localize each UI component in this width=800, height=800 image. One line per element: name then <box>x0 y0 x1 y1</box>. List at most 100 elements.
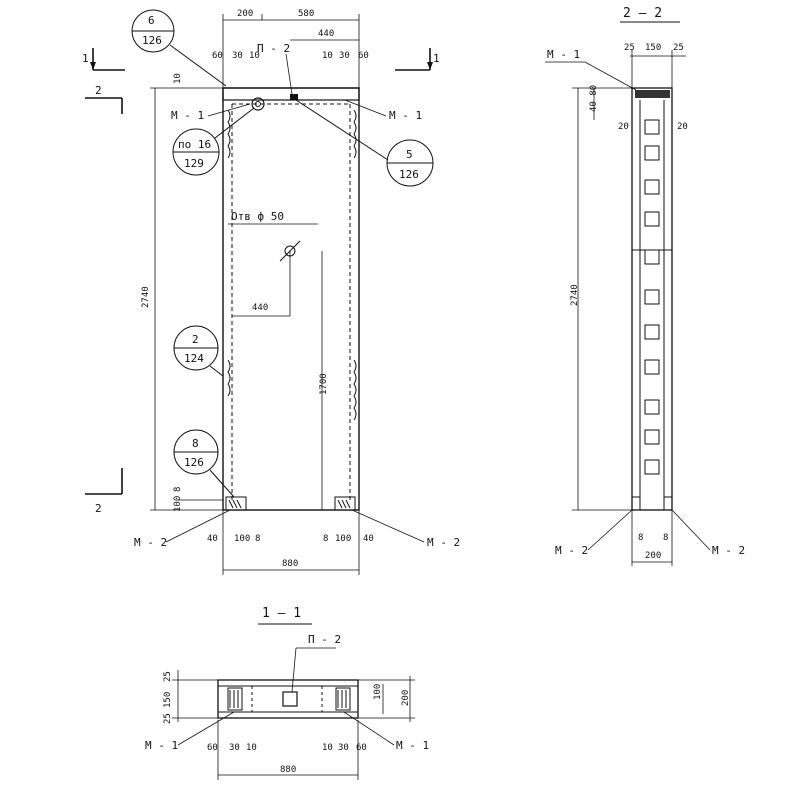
section-1-1-block-right <box>335 687 351 711</box>
section-1-1-m1-left-leader <box>177 711 235 746</box>
svg-text:5: 5 <box>406 148 413 161</box>
callout-6-126: 6 126 <box>131 9 227 87</box>
side-waves-top <box>227 109 357 159</box>
section-1-1-25-bottom: 25 <box>163 713 173 724</box>
section-2-2-dim-top <box>630 50 686 88</box>
dim-60-left: 60 <box>212 51 223 61</box>
callout-8-126: 8 126 <box>173 429 235 498</box>
section-2-2-25-left: 25 <box>624 43 635 53</box>
section-1-1-dim-bottom <box>217 720 359 780</box>
svg-text:2: 2 <box>95 84 102 97</box>
reinforcement-cage <box>231 103 351 500</box>
svg-text:8: 8 <box>192 437 199 450</box>
section-2-2-inner-lines <box>639 100 665 505</box>
label-hole: Отв ф 50 <box>231 210 284 223</box>
section-1-1-m1-left: М - 1 <box>145 739 178 752</box>
section-2-2-8-right: 8 <box>663 533 668 543</box>
dim-40-left: 40 <box>207 534 218 544</box>
section-1-1-60-right: 60 <box>356 743 367 753</box>
dim-10-left: 10 <box>249 51 260 61</box>
dim-1700-label: 1700 <box>319 373 329 395</box>
lifting-loop-inner <box>255 101 261 107</box>
section-2-2-20-left: 20 <box>618 122 629 132</box>
section-1-1-p2-label: П - 2 <box>308 633 341 646</box>
section-2-2-20-right: 20 <box>677 122 688 132</box>
section-2-2-blocks <box>644 119 660 475</box>
section-1-1-inner-lines <box>218 685 358 713</box>
section-1-1-dim-left <box>172 670 218 722</box>
dim-width <box>222 510 360 575</box>
section-1-1-block-left-hatch <box>229 690 239 708</box>
svg-text:6: 6 <box>148 14 155 27</box>
dim-10-vertical: 10 <box>173 73 183 84</box>
callout-2-124: 2 124 <box>173 325 224 377</box>
svg-text:2: 2 <box>192 333 199 346</box>
dim-30-left: 30 <box>232 51 243 61</box>
section-2-2-m1-label: М - 1 <box>547 48 580 61</box>
section-2-2-25-right: 25 <box>673 43 684 53</box>
dim-8-right: 8 <box>323 534 328 544</box>
section-2-2-title: 2 – 2 <box>623 6 662 21</box>
label-p2-top: П - 2 <box>257 42 290 55</box>
section-1-1-dashed <box>251 686 323 712</box>
label-m2-left: М - 2 <box>134 536 167 549</box>
section-1-1-block-left <box>227 687 243 711</box>
dim-2740-label: 2740 <box>141 286 151 308</box>
bottom-plate-left <box>225 496 247 511</box>
section-1-1-880-label: 880 <box>280 765 296 775</box>
dim-top <box>222 14 360 88</box>
section-2-2-outline <box>631 87 673 511</box>
section-2-2-m2-right-leader <box>671 509 711 551</box>
section-1-1-title: 1 — 1 <box>262 606 301 621</box>
section-2-2-dim-bottom <box>631 510 673 566</box>
callout-5-126: 5 126 <box>295 99 434 187</box>
section-1-1-10-left: 10 <box>246 743 257 753</box>
section-2-2-top-plate <box>635 90 670 98</box>
label-m1-right: М - 1 <box>389 109 422 122</box>
section-1-1-block-right-hatch <box>337 690 347 708</box>
section-1-1-100: 100 <box>373 684 383 700</box>
dim-880-label: 880 <box>282 559 298 569</box>
svg-text:1: 1 <box>82 52 89 65</box>
dim-8-vertical: 8 <box>173 487 183 492</box>
section-1-1-m1-right: М - 1 <box>396 739 429 752</box>
section-1-1-m1-right-leader <box>343 711 395 746</box>
svg-text:2: 2 <box>95 502 102 515</box>
section-1-1-150: 150 <box>163 692 173 708</box>
section-mark-2-bottom: 2 <box>85 468 123 515</box>
section-2-2-200-label: 200 <box>645 551 661 561</box>
dim-30-right: 30 <box>339 51 350 61</box>
callout-po16-129: по 16 129 <box>172 107 255 176</box>
lifting-loop-circle <box>251 97 265 111</box>
section-2-2-dim-height <box>572 87 632 511</box>
dim-580-label: 580 <box>298 9 314 19</box>
dim-440-label: 440 <box>252 303 268 313</box>
section-2-2-bottom-plate-right <box>663 496 673 511</box>
svg-text:124: 124 <box>184 352 204 365</box>
section-2-2-150: 150 <box>645 43 661 53</box>
section-2-2-bottom-plate-left <box>631 496 641 511</box>
section-1-1-30-right: 30 <box>338 743 349 753</box>
svg-text:1: 1 <box>433 52 440 65</box>
dim-440-hole <box>232 251 291 317</box>
section-2-2-m2-left: М - 2 <box>555 544 588 557</box>
dim-60-right: 60 <box>358 51 369 61</box>
section-mark-2-top: 2 <box>85 84 123 114</box>
bottom-plate-right <box>334 496 356 511</box>
svg-text:126: 126 <box>184 456 204 469</box>
dim-440-top-label: 440 <box>318 29 334 39</box>
dim-100-left: 100 <box>234 534 250 544</box>
section-2-2-m2-right: М - 2 <box>712 544 745 557</box>
dim-100-vertical: 100 <box>173 496 183 512</box>
leader-m1-right <box>344 99 387 117</box>
section-1-1-25-top: 25 <box>163 671 173 682</box>
dim-200-label: 200 <box>237 9 253 19</box>
dim-10-right: 10 <box>322 51 333 61</box>
dim-8-left: 8 <box>255 534 260 544</box>
dim-height <box>150 87 223 511</box>
leader-m2-right <box>351 509 425 543</box>
section-1-1: 1 — 1 П - 2 25 150 25 100 200 60 30 10 1… <box>145 606 429 780</box>
side-waves-bottom <box>227 359 357 421</box>
